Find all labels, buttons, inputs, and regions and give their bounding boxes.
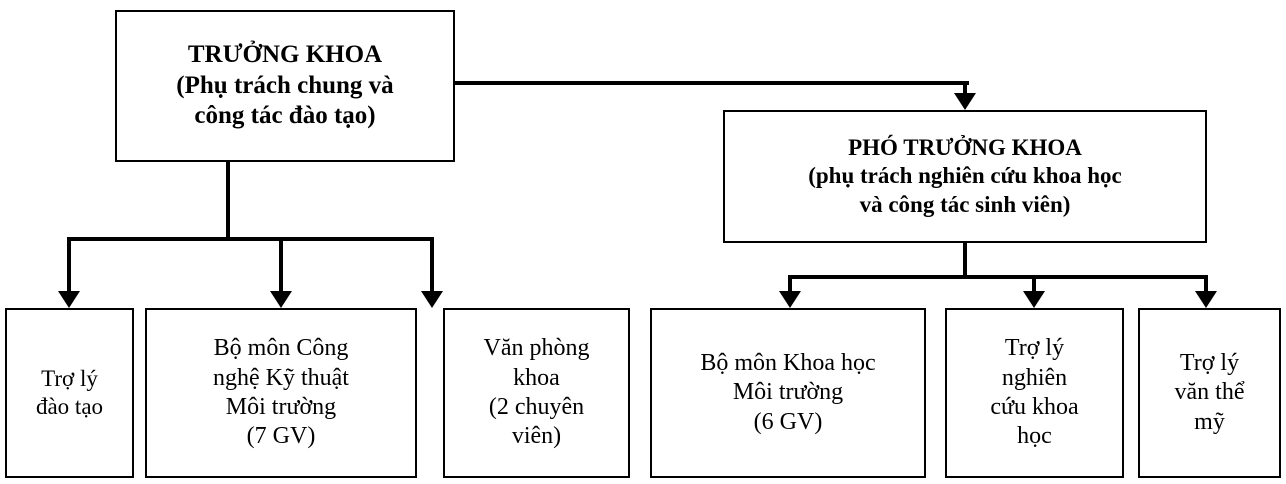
connector-dean-to-vice-dean-vertical: [963, 81, 967, 95]
node-dean-label: TRƯỞNG KHOA (Phụ trách chung và công tác…: [176, 41, 394, 130]
node-training-assistant-label: Trợ lý đào tạo: [35, 365, 104, 419]
node-dept-environmental-engineering-technology-label: Bộ môn Công nghệ Kỹ thuật Môi trường (7 …: [213, 335, 349, 450]
node-dept-environmental-science[interactable]: Bộ môn Khoa học Môi trường (6 GV): [650, 308, 926, 478]
node-dept-environmental-science-label: Bộ môn Khoa học Môi trường (6 GV): [700, 350, 876, 435]
connector-dean-bus: [67, 237, 434, 241]
connector-drop-dept-environmental-science: [788, 275, 792, 293]
connector-drop-dept-environmental-engineering-technology: [279, 237, 283, 293]
connector-dean-to-vice-dean-horizontal: [453, 81, 969, 85]
arrowhead-dept-environmental-engineering-technology: [270, 291, 292, 308]
node-faculty-office-label: Văn phòng khoa (2 chuyên viên): [483, 335, 590, 450]
node-faculty-office[interactable]: Văn phòng khoa (2 chuyên viên): [443, 308, 630, 478]
connector-drop-culture-sports-arts-assistant: [1204, 275, 1208, 293]
arrowhead-research-assistant: [1023, 291, 1045, 308]
connector-dean-trunk: [226, 162, 230, 241]
node-culture-sports-arts-assistant-label: Trợ lý văn thể mỹ: [1174, 350, 1245, 435]
connector-drop-training-assistant: [67, 237, 71, 293]
connector-vice-dean-trunk: [963, 243, 967, 279]
node-research-assistant[interactable]: Trợ lý nghiên cứu khoa học: [945, 308, 1124, 478]
arrowhead-culture-sports-arts-assistant: [1195, 291, 1217, 308]
node-vice-dean-label: PHÓ TRƯỞNG KHOA (phụ trách nghiên cứu kh…: [808, 135, 1122, 217]
node-research-assistant-label: Trợ lý nghiên cứu khoa học: [990, 335, 1079, 450]
arrowhead-faculty-office: [421, 291, 443, 308]
connector-vice-dean-bus: [788, 275, 1208, 279]
connector-drop-faculty-office: [430, 237, 434, 293]
connector-drop-research-assistant: [1032, 275, 1036, 293]
node-vice-dean[interactable]: PHÓ TRƯỞNG KHOA (phụ trách nghiên cứu kh…: [723, 110, 1207, 243]
node-culture-sports-arts-assistant[interactable]: Trợ lý văn thể mỹ: [1138, 308, 1281, 478]
node-dean[interactable]: TRƯỞNG KHOA (Phụ trách chung và công tác…: [115, 10, 455, 162]
node-dept-environmental-engineering-technology[interactable]: Bộ môn Công nghệ Kỹ thuật Môi trường (7 …: [145, 308, 417, 478]
node-training-assistant[interactable]: Trợ lý đào tạo: [5, 308, 134, 478]
arrowhead-training-assistant: [58, 291, 80, 308]
arrowhead-dept-environmental-science: [779, 291, 801, 308]
arrowhead-vice-dean: [954, 93, 976, 110]
